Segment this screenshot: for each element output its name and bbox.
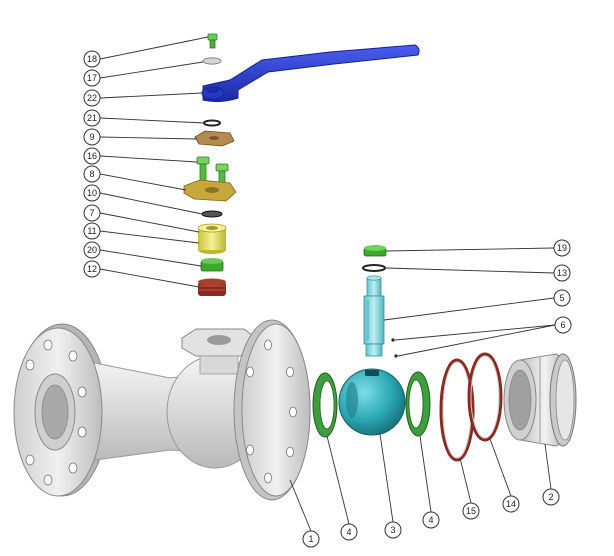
svg-text:8: 8 (89, 169, 94, 179)
svg-text:20: 20 (87, 245, 97, 255)
gland-bolts (196, 156, 229, 190)
callout-16: 16 (83, 147, 101, 165)
callout-1: 1 (302, 530, 320, 548)
callout-8: 8 (83, 165, 101, 183)
stem-packing (200, 258, 224, 272)
callout-13: 13 (553, 264, 571, 282)
svg-text:22: 22 (87, 93, 97, 103)
callout-22: 22 (83, 89, 101, 107)
seat-ring-left (312, 372, 338, 438)
stop-washer (194, 130, 235, 147)
svg-text:11: 11 (87, 226, 96, 236)
packing-ring (201, 210, 223, 218)
svg-text:1: 1 (308, 534, 313, 544)
callout-5: 5 (553, 289, 571, 307)
seat-ring-right (405, 371, 431, 437)
svg-text:15: 15 (466, 506, 476, 516)
svg-text:4: 4 (346, 527, 351, 537)
callout-11: 11 (83, 222, 101, 240)
svg-text:14: 14 (506, 499, 516, 509)
svg-text:13: 13 (557, 268, 567, 278)
svg-text:5: 5 (559, 293, 564, 303)
stem-bushing (363, 245, 387, 257)
stem-o-ring (362, 264, 386, 272)
leader-lines (99, 36, 556, 532)
callout-18: 18 (83, 50, 101, 68)
callout-19: 19 (553, 239, 571, 257)
svg-text:17: 17 (87, 73, 97, 83)
valve-stem (363, 275, 385, 357)
svg-text:19: 19 (557, 243, 567, 253)
callout-3: 3 (384, 521, 402, 539)
callout-6: 6 (554, 316, 572, 334)
svg-text:21: 21 (87, 113, 97, 123)
svg-text:2: 2 (548, 492, 553, 502)
callout-4-right: 4 (422, 511, 440, 529)
end-cap-insert (503, 353, 577, 447)
lever-handle (201, 44, 420, 103)
svg-text:18: 18 (87, 54, 97, 64)
gasket-14 (467, 352, 503, 442)
handle-washer (202, 57, 222, 65)
svg-text:3: 3 (390, 525, 395, 535)
callout-14: 14 (502, 495, 520, 513)
callout-2: 2 (542, 488, 560, 506)
ball (338, 368, 406, 436)
svg-text:16: 16 (87, 151, 97, 161)
gland-flange (183, 179, 237, 202)
callout-17: 17 (83, 69, 101, 87)
svg-text:12: 12 (87, 264, 97, 274)
svg-text:7: 7 (89, 208, 94, 218)
callout-4-left: 4 (340, 523, 358, 541)
svg-text:6: 6 (560, 320, 565, 330)
callout-12: 12 (83, 260, 101, 278)
callout-7: 7 (83, 204, 101, 222)
callout-21: 21 (83, 109, 101, 127)
callout-10: 10 (83, 184, 101, 202)
handle-screw (207, 33, 218, 49)
anti-static-pin-2 (394, 354, 398, 358)
valve-body (13, 319, 311, 501)
gland-sleeve (197, 223, 227, 254)
svg-text:4: 4 (428, 515, 433, 525)
callout-15: 15 (462, 502, 480, 520)
callout-20: 20 (83, 241, 101, 259)
anti-static-pin-1 (391, 338, 395, 342)
v-packing-stack (198, 278, 226, 296)
svg-text:9: 9 (89, 132, 94, 142)
callout-bubbles: 18 17 22 21 9 16 8 10 7 11 20 12 19 13 5… (83, 50, 572, 548)
snap-ring (203, 119, 221, 127)
callout-9: 9 (83, 128, 101, 146)
svg-text:10: 10 (87, 188, 97, 198)
